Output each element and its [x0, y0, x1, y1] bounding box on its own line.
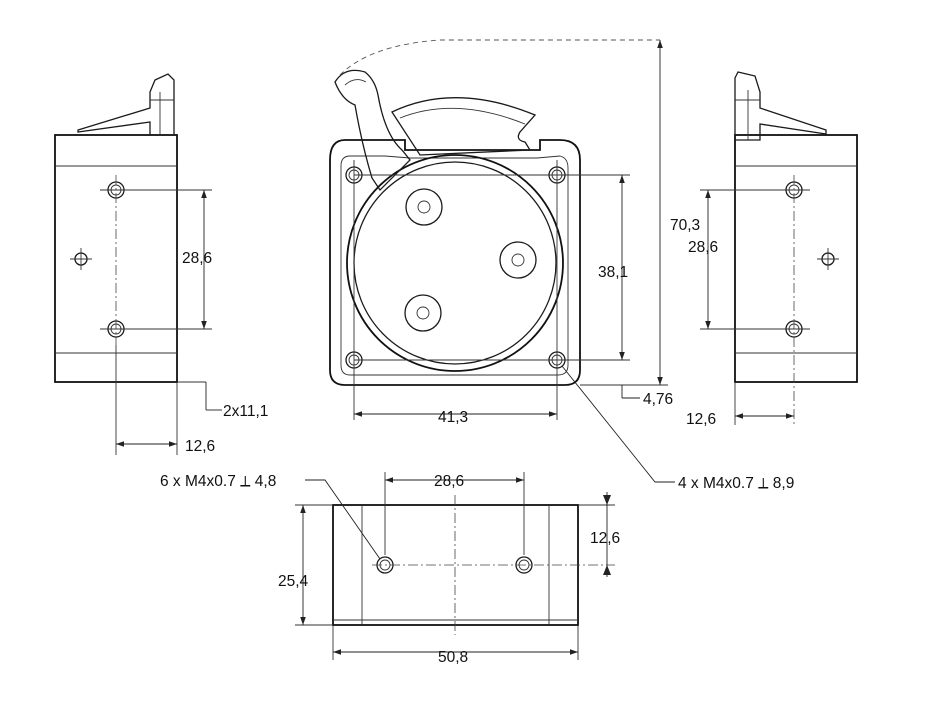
dim-left-offset: 2x11,1 [223, 403, 268, 420]
right-body-outline [734, 134, 858, 383]
front-cover-band [391, 97, 537, 156]
callout-front-threads: 4 x M4x0.7 ⟂ 8,9 [678, 475, 794, 492]
dim-bottom-height: 25,4 [278, 573, 309, 590]
front-flange-outline [329, 139, 581, 386]
callout-bottom-threads: 6 x M4x0.7 ⟂ 4,8 [160, 473, 276, 490]
front-rotor-outer [346, 154, 564, 372]
lever-swing-arc [339, 39, 660, 76]
dim-bottom-hole-spacing: 28,6 [434, 473, 464, 490]
left-lever-outline [77, 73, 175, 136]
dim-right-width: 12,6 [686, 411, 716, 428]
dim-front-hole-horizontal: 41,3 [438, 409, 468, 426]
front-roller-2 [499, 241, 537, 279]
dimension-labels: 28,6 2x11,1 12,6 70,3 38,1 4,76 41,3 28,… [160, 217, 794, 666]
front-rotor-inner [353, 161, 557, 365]
bottom-view [295, 472, 615, 660]
front-roller-3 [404, 294, 442, 332]
dim-front-hole-vertical: 38,1 [598, 264, 628, 281]
dim-right-hole-vertical: 28,6 [688, 239, 718, 256]
dim-bottom-right-height: 12,6 [590, 530, 620, 547]
right-lever-outline [734, 71, 827, 141]
dim-bottom-width: 50,8 [438, 649, 468, 666]
left-side-view [54, 73, 222, 455]
dim-left-hole-vertical: 28,6 [182, 250, 212, 267]
front-lever [334, 69, 411, 192]
right-side-view [700, 71, 858, 425]
front-view [329, 39, 675, 483]
dim-left-width: 12,6 [185, 438, 215, 455]
dim-front-offset: 4,76 [643, 391, 673, 408]
dim-height-total: 70,3 [670, 217, 700, 234]
front-roller-1 [405, 188, 443, 226]
